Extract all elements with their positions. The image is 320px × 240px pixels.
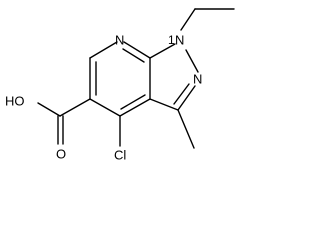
atom-label-chlorine: Cl	[114, 147, 126, 162]
atom-label-hydroxyl: HO	[5, 93, 25, 108]
bond-c5-carboxyl-c	[59, 98, 91, 117]
atom-label-carbonyl-oxygen: O	[56, 146, 66, 161]
atom-label-ring-nitrogen: N	[115, 32, 124, 47]
atom-label-pyrazole-n2: N	[193, 71, 202, 86]
bond-c7a-n7	[123, 41, 151, 59]
bond-c4-c3a	[119, 98, 151, 117]
bond-c3-methyl	[177, 109, 195, 149]
chemical-structure-diagram: N N 1 N HO O Cl	[5, 8, 235, 162]
bond-n7-c6	[89, 41, 118, 59]
bond-c3-c3a	[149, 98, 179, 111]
bond-c7a-n7-inner	[122, 48, 145, 63]
atom-label-pyrazole-n1: N	[175, 32, 184, 47]
bond-n1-ethyl-ch2	[180, 8, 196, 31]
bond-c7a-n1	[149, 43, 176, 59]
bond-carboxyl-c-oh	[37, 102, 61, 117]
bond-c5-c4	[89, 98, 121, 117]
bond-n1-n2	[185, 49, 199, 73]
bond-n2-c3	[177, 85, 196, 111]
bond-c4-c3a-inner	[120, 94, 146, 110]
atom-label-n1-locant: 1	[168, 33, 175, 47]
bond-n2-c3-inner	[173, 83, 190, 105]
